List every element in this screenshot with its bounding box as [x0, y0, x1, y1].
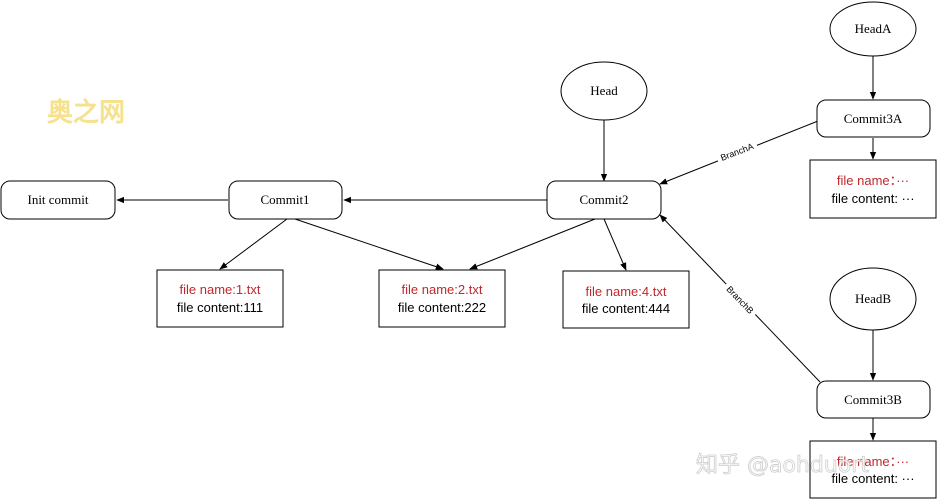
edge-commit2-to-file4 [603, 218, 627, 271]
file2-box-group: file name:2.txt file content:222 [378, 269, 506, 328]
commit3b-node: Commit3B [816, 380, 931, 419]
commit3a-node: Commit3A [816, 99, 931, 138]
file4-box [562, 270, 690, 329]
file4-content: file content:444 [582, 301, 670, 316]
edge-commit1-to-file1 [219, 218, 288, 270]
file3b-content: file content: ··· [831, 471, 914, 486]
branch-a-label-bg [715, 138, 759, 166]
commit2-label: Commit2 [579, 192, 628, 207]
edges [116, 53, 877, 441]
head-a-node: HeadA [829, 1, 917, 57]
file4-box-group: file name:4.txt file content:444 [562, 270, 690, 329]
commit3a-box [816, 99, 931, 138]
edge-commit2-to-file2 [469, 218, 596, 270]
file2-name: file name:2.txt [402, 282, 483, 297]
file1-name: file name:1.txt [180, 282, 261, 297]
head-label: Head [590, 83, 618, 98]
init-commit-label: Init commit [27, 192, 88, 207]
file3a-content: file content: ··· [831, 191, 914, 206]
commit3b-label: Commit3B [844, 392, 902, 407]
branch-a-label: BranchA [719, 141, 755, 163]
commit2-node: Commit2 [546, 180, 662, 220]
head-a-label: HeadA [855, 21, 892, 36]
file1-box-group: file name:1.txt file content:111 [156, 269, 284, 328]
file3b-box [809, 440, 937, 499]
commit1-label: Commit1 [260, 192, 309, 207]
head-b-node: HeadB [829, 267, 917, 331]
commit1-node: Commit1 [228, 180, 343, 220]
head-b-label: HeadB [855, 291, 891, 306]
file3b-name: file name：··· [837, 454, 909, 469]
file3b-box-group: file name：··· file content: ··· [809, 440, 937, 499]
head-a-ellipse [829, 1, 917, 57]
file3a-box-group: file name：··· file content: ··· [809, 159, 937, 219]
zhihu-watermark: 知乎 @aohduort [696, 453, 869, 478]
file3a-name: file name：··· [837, 173, 909, 188]
branch-b-label-bg [721, 280, 759, 320]
head-b-ellipse [829, 267, 917, 331]
commit-init-node: Init commit [0, 180, 116, 220]
branch-b-label: BranchB [724, 284, 755, 316]
file4-name: file name:4.txt [586, 284, 667, 299]
commit3b-box [816, 380, 931, 419]
edge-commit1-to-file2 [294, 218, 444, 270]
head-ellipse [560, 61, 648, 121]
init-commit-box [0, 180, 116, 220]
head-node: Head [560, 61, 648, 121]
file2-content: file content:222 [398, 300, 486, 315]
commit2-box [546, 180, 662, 220]
file2-box [378, 269, 506, 328]
file1-content: file content:111 [177, 300, 263, 315]
commit1-box [228, 180, 343, 220]
file1-box [156, 269, 284, 328]
site-logo-watermark: 奥之网 [47, 97, 125, 128]
file3a-box [809, 159, 937, 219]
commit3a-label: Commit3A [844, 111, 903, 126]
